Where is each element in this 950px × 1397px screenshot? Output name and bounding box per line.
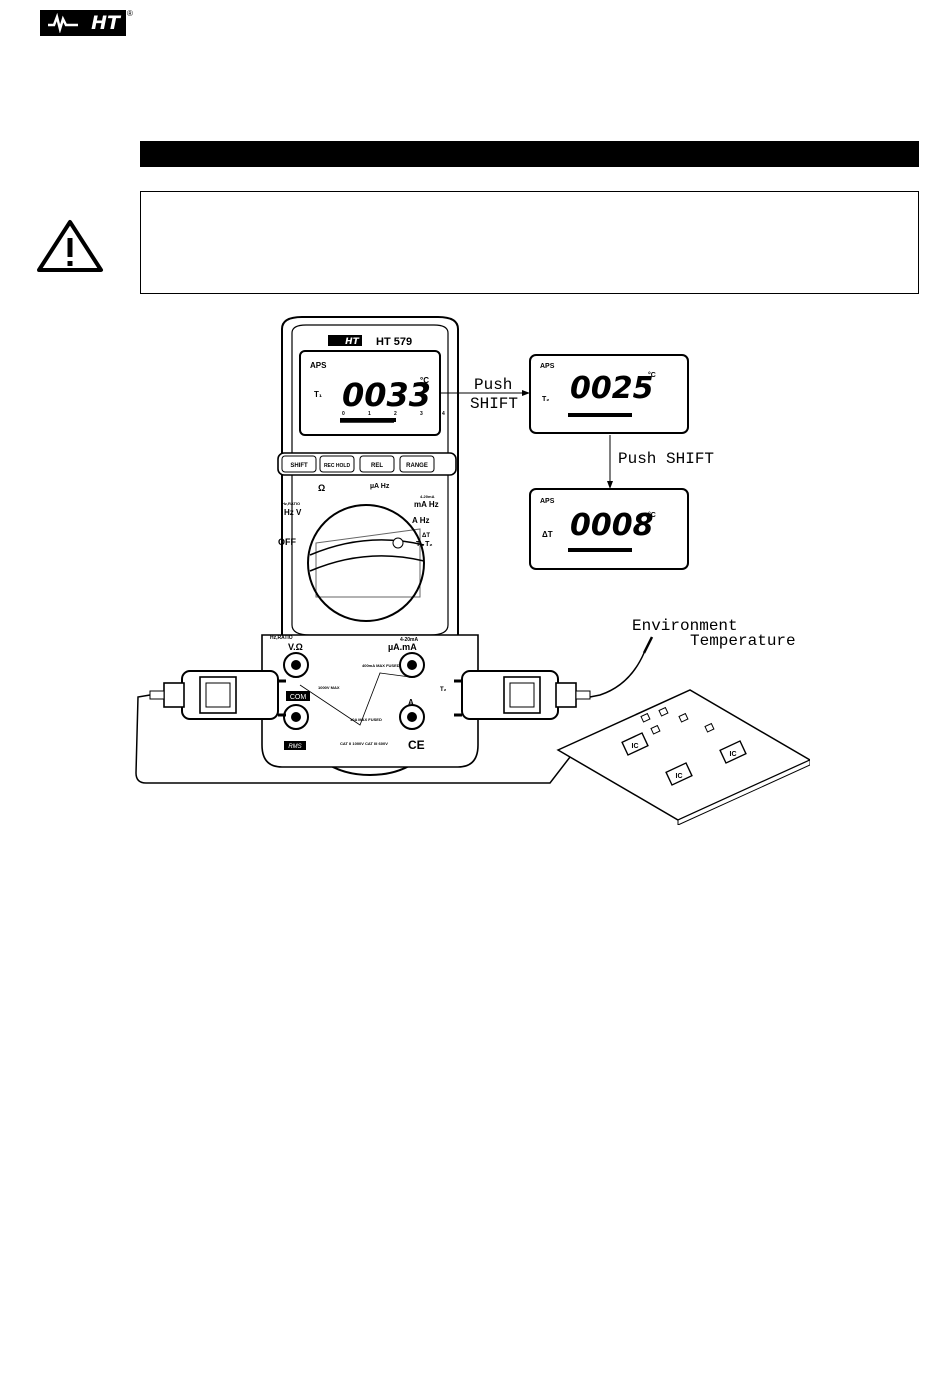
main-lcd: APS T₁ 0033 °C 0 1 2 3 4 xyxy=(299,350,445,436)
registered-mark: ® xyxy=(127,9,133,18)
svg-text:°C: °C xyxy=(648,511,656,519)
brand-logo: HT xyxy=(328,335,362,347)
svg-text:Hz,RATIO: Hz,RATIO xyxy=(270,635,293,641)
dial-t1t2: T₁ T₂ xyxy=(416,541,433,548)
dial-off: OFF xyxy=(278,537,296,547)
env-label-2: Temperature xyxy=(690,632,796,650)
svg-text:1000V MAX: 1000V MAX xyxy=(318,685,340,690)
bargraph-scale: 0 1 2 3 4 xyxy=(340,411,445,423)
env-label-1: Environment xyxy=(632,617,738,635)
warning-icon xyxy=(37,220,103,272)
lcd-reading: 0033 xyxy=(342,376,431,414)
svg-text:4-20mA: 4-20mA xyxy=(400,637,418,643)
dial-delta-t: ΔT xyxy=(422,533,430,539)
rotary-dial[interactable] xyxy=(307,504,425,622)
svg-text:IC: IC xyxy=(632,743,639,750)
lcd-t2-indicator: T₂ xyxy=(542,396,549,403)
dial-labels: OFF Hz V Hz,RATIO Ω µA Hz 4-20mA mA Hz A… xyxy=(278,483,439,548)
shift-label: SHIFT xyxy=(290,463,308,469)
rel-button[interactable] xyxy=(359,455,395,473)
dial-ma-hz: mA Hz xyxy=(414,500,439,509)
svg-text:0: 0 xyxy=(342,411,345,417)
range-label: RANGE xyxy=(406,463,428,469)
warning-box xyxy=(140,191,919,294)
svg-text:T₂: T₂ xyxy=(440,687,447,693)
dial-hz-ratio: Hz,RATIO xyxy=(282,501,300,506)
lcd-t2: APS T₂ 0025 °C xyxy=(529,354,689,434)
svg-text:4: 4 xyxy=(442,411,445,417)
rec-hold-button[interactable] xyxy=(319,455,355,473)
lcd-aps-label: APS xyxy=(310,361,327,370)
shift-button[interactable] xyxy=(281,455,317,473)
range-button[interactable] xyxy=(399,455,435,473)
button-row: SHIFT REC HOLD REL RANGE xyxy=(277,452,457,476)
svg-text:3: 3 xyxy=(420,411,423,417)
section-heading-bar xyxy=(140,141,919,167)
ic-chip: IC xyxy=(719,740,747,764)
svg-text:1: 1 xyxy=(368,411,371,417)
svg-text:CAT II 1000V CAT III 600V: CAT II 1000V CAT III 600V xyxy=(340,741,388,746)
dial-ohm: Ω xyxy=(318,483,325,493)
meter-model: HT 579 xyxy=(376,336,412,348)
lcd-delta-t: APS ΔT 0008 °C xyxy=(529,488,689,570)
lcd-t2-reading: 0025 xyxy=(570,371,654,406)
svg-text:°C: °C xyxy=(648,371,656,379)
svg-text:COM: COM xyxy=(290,694,307,701)
lcd-unit: °C xyxy=(420,376,429,385)
lcd-dt-indicator: ΔT xyxy=(542,530,553,539)
svg-text:IC: IC xyxy=(730,751,737,758)
logo-text: HT xyxy=(91,12,120,34)
terminal-uama-label: µA.mA xyxy=(388,642,417,652)
ht-logo: HT xyxy=(40,10,126,36)
multimeter: HT HT 579 APS T₁ 0033 °C 0 1 2 3 4 xyxy=(149,316,591,777)
dial-4-20ma: 4-20mA xyxy=(420,494,435,499)
svg-text:A: A xyxy=(408,698,414,707)
svg-text:2: 2 xyxy=(394,411,397,417)
dial-hz-v: Hz V xyxy=(284,508,302,517)
ic-chip: IC xyxy=(621,732,649,756)
circuit-board: IC IC IC xyxy=(556,689,810,825)
dial-a-hz: A Hz xyxy=(412,516,429,525)
svg-text:CE: CE xyxy=(408,738,425,752)
arrow-label-push-shift: Push SHIFT xyxy=(618,450,714,468)
meter-brand: HT xyxy=(345,337,360,347)
svg-text:APS: APS xyxy=(540,498,555,505)
ic-chip: IC xyxy=(665,762,693,786)
input-terminals: Hz,RATIO V.Ω 4-20mA µA.mA COM A 1000V MA… xyxy=(268,635,447,752)
lcd-dt-reading: 0008 xyxy=(570,508,654,543)
rec-hold-label: REC HOLD xyxy=(324,463,351,469)
lightning-icon xyxy=(48,13,78,33)
left-probe-adapter xyxy=(149,670,286,720)
arrow-label-push: Push xyxy=(474,376,512,394)
svg-text:RMS: RMS xyxy=(288,744,301,750)
dial-ua-hz: µA Hz xyxy=(370,483,390,490)
multimeter-figure: HT HT 579 APS T₁ 0033 °C 0 1 2 3 4 xyxy=(135,316,810,825)
lcd-t1-indicator: T₁ xyxy=(314,390,323,399)
svg-text:10A MAX FUSED: 10A MAX FUSED xyxy=(350,717,382,722)
svg-text:APS: APS xyxy=(540,363,555,370)
svg-text:IC: IC xyxy=(676,773,683,780)
terminal-vohm-label: V.Ω xyxy=(288,642,303,652)
svg-text:400mA MAX FUSED: 400mA MAX FUSED xyxy=(362,663,400,668)
arrow-label-shift: SHIFT xyxy=(470,395,518,413)
rel-label: REL xyxy=(371,463,383,469)
right-probe-adapter xyxy=(454,670,591,720)
